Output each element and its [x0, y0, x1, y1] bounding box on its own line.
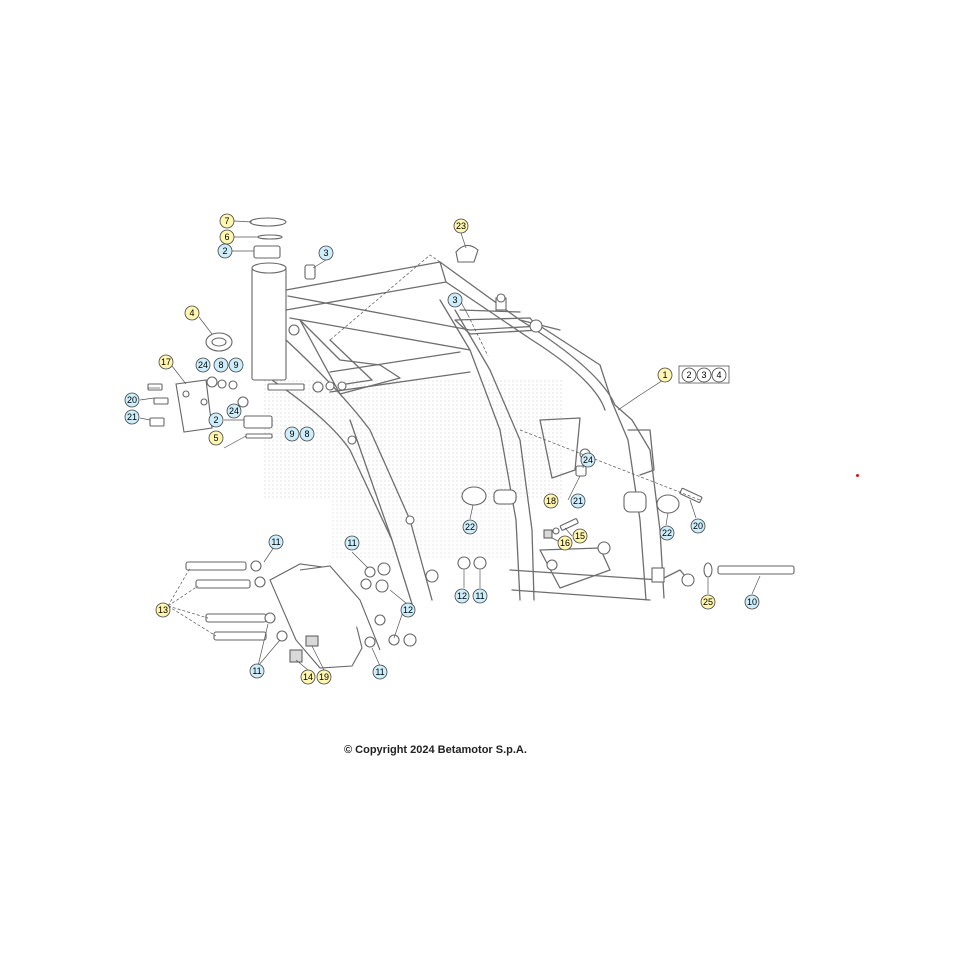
svg-text:3: 3: [452, 295, 457, 305]
svg-text:2: 2: [686, 370, 691, 380]
main-frame: [251, 261, 695, 605]
callout-9-b: 9: [284, 426, 300, 442]
svg-text:14: 14: [303, 672, 313, 682]
callout-17: 17: [158, 354, 174, 370]
svg-text:22: 22: [465, 522, 475, 532]
callout-15: 15: [572, 528, 588, 544]
callout-20-right: 20: [690, 518, 706, 534]
callout-25: 25: [700, 594, 716, 610]
loose-parts: [147, 217, 795, 669]
svg-text:11: 11: [375, 667, 384, 677]
svg-text:20: 20: [127, 395, 137, 405]
callout-24-b: 24: [226, 403, 242, 419]
copyright-text: © Copyright 2024 Betamotor S.p.A.: [344, 744, 527, 756]
callout-11-b: 11: [344, 535, 360, 551]
svg-text:2: 2: [213, 415, 218, 425]
callout-16: 16: [557, 535, 573, 551]
svg-text:13: 13: [158, 605, 168, 615]
callout-3-mid: 3: [447, 292, 463, 308]
svg-text:12: 12: [457, 591, 467, 601]
callout-8-b: 8: [299, 426, 315, 442]
svg-text:9: 9: [289, 429, 294, 439]
callout-6: 6: [219, 229, 235, 245]
callout-7: 7: [219, 213, 235, 229]
callout-22-right: 22: [659, 525, 675, 541]
svg-text:5: 5: [213, 433, 218, 443]
svg-text:21: 21: [127, 412, 137, 422]
svg-text:18: 18: [546, 496, 556, 506]
callout-12-right: 12: [400, 602, 416, 618]
svg-text:16: 16: [560, 538, 570, 548]
callout-23: 23: [453, 218, 469, 234]
svg-text:22: 22: [662, 528, 672, 538]
svg-text:24: 24: [198, 360, 208, 370]
svg-text:20: 20: [693, 521, 703, 531]
svg-text:8: 8: [304, 429, 309, 439]
dotted-watermark: [262, 380, 562, 560]
callout-14: 14: [300, 669, 316, 685]
callout-1-variants: 2 3 4: [678, 365, 730, 384]
svg-text:24: 24: [583, 455, 593, 465]
callout-11-low-right: 11: [372, 664, 388, 680]
svg-text:4: 4: [716, 370, 721, 380]
callout-21-left: 21: [124, 409, 140, 425]
svg-text:11: 11: [347, 538, 356, 548]
svg-text:23: 23: [456, 221, 466, 231]
callout-24-c: 24: [580, 452, 596, 468]
callout-1: 1: [657, 367, 673, 383]
svg-text:4: 4: [189, 308, 194, 318]
red-marker-dot: [856, 474, 859, 477]
callout-9-a: 9: [228, 357, 244, 373]
callout-11-mid: 11: [472, 588, 488, 604]
callout-22-left: 22: [462, 519, 478, 535]
svg-text:9: 9: [233, 360, 238, 370]
svg-text:8: 8: [218, 360, 223, 370]
svg-text:2: 2: [222, 246, 227, 256]
callout-2-low: 2: [208, 412, 224, 428]
callout-8-a: 8: [213, 357, 229, 373]
svg-text:3: 3: [701, 370, 706, 380]
callout-20-left: 20: [124, 392, 140, 408]
callout-19: 19: [316, 669, 332, 685]
callout-11-a: 11: [268, 534, 284, 550]
callout-11-low-left: 11: [249, 663, 265, 679]
svg-text:17: 17: [161, 357, 171, 367]
svg-text:11: 11: [271, 537, 280, 547]
callout-2-top: 2: [217, 243, 233, 259]
svg-text:6: 6: [224, 232, 229, 242]
svg-text:15: 15: [575, 531, 585, 541]
svg-text:12: 12: [403, 605, 413, 615]
callout-5: 5: [208, 430, 224, 446]
svg-text:21: 21: [573, 496, 583, 506]
callout-13: 13: [155, 602, 171, 618]
svg-text:24: 24: [229, 406, 239, 416]
callout-4: 4: [184, 305, 200, 321]
svg-text:10: 10: [747, 597, 757, 607]
callout-18: 18: [543, 493, 559, 509]
svg-text:7: 7: [224, 216, 229, 226]
svg-text:3: 3: [323, 248, 328, 258]
svg-text:1: 1: [662, 370, 667, 380]
callout-3-top: 3: [318, 245, 334, 261]
callout-12-mid: 12: [454, 588, 470, 604]
svg-text:25: 25: [703, 597, 713, 607]
callout-24-a: 24: [195, 357, 211, 373]
callouts: 7 6 2 3 23 3 4 17 24 8 9 20 24 21 2 9 8 …: [124, 213, 760, 685]
callout-21-right: 21: [570, 493, 586, 509]
svg-text:11: 11: [252, 666, 261, 676]
svg-text:19: 19: [319, 672, 329, 682]
svg-text:11: 11: [475, 591, 484, 601]
callout-10: 10: [744, 594, 760, 610]
